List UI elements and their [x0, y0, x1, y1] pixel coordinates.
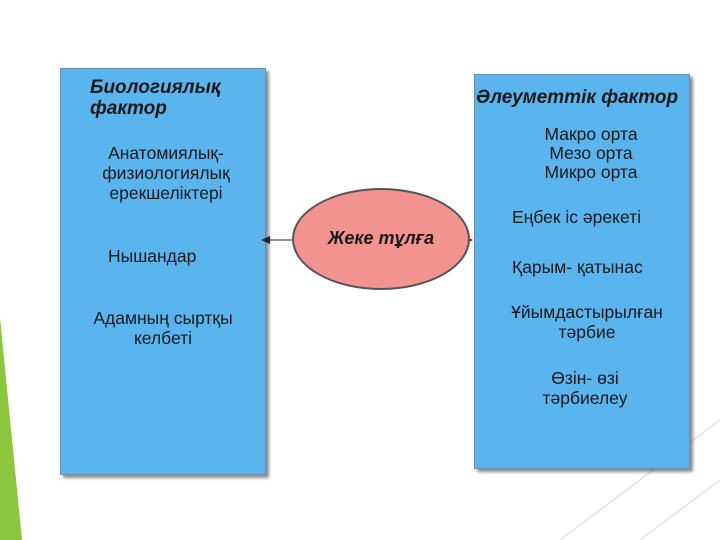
personality-ellipse — [292, 188, 470, 290]
biological-factor-box — [60, 68, 266, 475]
left-item-appearance: Адамның сыртқы келбеті — [93, 308, 233, 348]
social-factor-box — [474, 74, 690, 469]
green-triangle-decoration — [0, 318, 22, 540]
right-item-organized-upbringing: Ұйымдастырылған тәрбие — [511, 302, 663, 342]
right-item-environment: Макро орта Мезо орта Микро орта — [544, 124, 638, 182]
right-item-labor-activity: Еңбек іс әрекеті — [512, 207, 642, 227]
left-item-inclinations: Нышандар — [108, 246, 197, 266]
personality-label: Жеке тұлға — [327, 228, 435, 248]
right-item-communication: Қарым- қатынас — [512, 257, 643, 277]
left-item-anatomy: Анатомиялық- физиологиялық ерекшеліктері — [102, 143, 230, 203]
arrowhead-left — [261, 236, 270, 244]
social-factor-heading: Әлеуметтік фактор — [476, 87, 679, 108]
corner-line-decoration — [639, 479, 720, 540]
corner-line-decoration — [559, 419, 720, 540]
biological-factor-heading: Биологиялық фактор — [90, 77, 221, 119]
right-item-self-education: Өзін- өзі тәрбиелеу — [542, 368, 628, 408]
